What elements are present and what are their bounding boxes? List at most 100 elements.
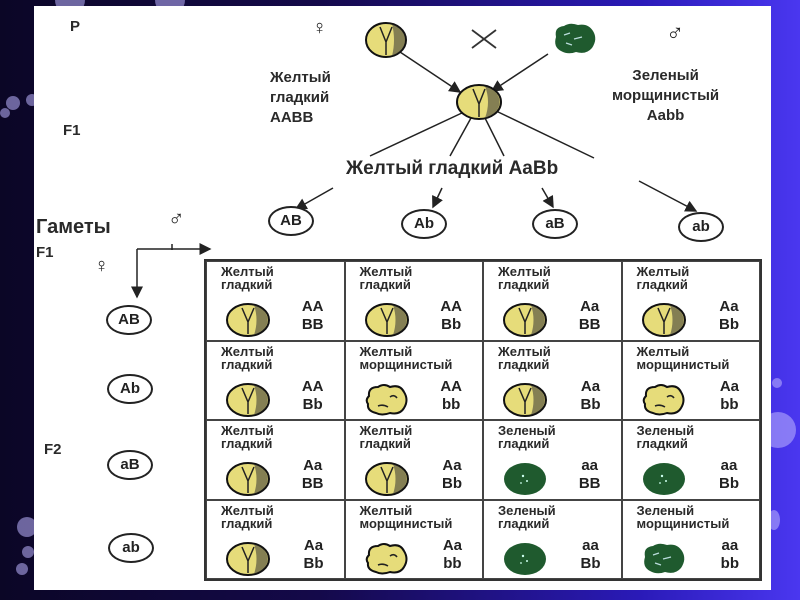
cross-symbol: [471, 29, 497, 49]
cell-phenotype: Желтый морщинистый: [359, 343, 453, 372]
cell-genotype: aa bb: [720, 536, 739, 572]
punnett-cell: Желтый гладкий Aa BB: [483, 261, 622, 341]
female-gamete-aB: aB: [107, 450, 153, 480]
male-parent-phenotype: Зеленый морщинистый Aabb: [612, 66, 719, 126]
punnett-cell: Зеленый гладкий aa Bb: [621, 420, 760, 500]
pea-yellow-smooth-f1: [456, 84, 502, 120]
female-symbol-icon: ♀: [94, 255, 109, 277]
punnett-cell: Желтый гладкий Aa Bb: [344, 420, 483, 500]
cell-genotype: aa BB: [578, 457, 601, 492]
pea-yellow-smooth-icon: [226, 462, 270, 496]
male-symbol-icon: ♂: [666, 20, 684, 47]
punnett-cell: Зеленый морщинистый aa bb: [621, 499, 760, 579]
cell-phenotype: Зеленый морщинистый: [636, 502, 730, 531]
punnett-cell: Желтый гладкий AA Bb: [206, 340, 345, 420]
cell-phenotype: Желтый гладкий: [359, 264, 413, 292]
cell-phenotype: Зеленый гладкий: [498, 502, 556, 531]
bokeh-decoration: [768, 510, 780, 530]
male-parent-genotype: Aabb: [646, 107, 685, 124]
punnett-cell: Желтый гладкий Aa Bb: [483, 340, 622, 420]
pea-yellow-wrinkled-icon: [365, 383, 407, 415]
cell-genotype: Aa Bb: [442, 457, 462, 492]
cell-genotype: Aa BB: [301, 457, 324, 492]
female-parent-phenotype: Желтый гладкий AABB: [270, 68, 331, 128]
female-gamete-ab: ab: [108, 533, 154, 563]
punnett-cell: Желтый морщинистый Aa bb: [344, 499, 483, 579]
pea-yellow-wrinkled-icon: [642, 383, 684, 415]
punnett-cell: Желтый гладкий Aa BB: [206, 420, 345, 500]
gametes-label: Гаметы: [36, 216, 111, 238]
connector-lines: [131, 29, 698, 299]
f1-branch-line: [484, 117, 505, 157]
male-gamete-AB: AB: [268, 206, 314, 236]
f1-branch-line: [449, 117, 472, 157]
f2-label: F2: [44, 441, 62, 458]
cell-genotype: Aa bb: [442, 536, 462, 572]
cell-phenotype: Желтый гладкий: [498, 343, 551, 372]
cell-genotype: Aa BB: [578, 298, 601, 333]
pea-yellow-smooth-icon: [226, 382, 270, 417]
female-parent-shape: гладкий: [270, 89, 330, 106]
pea-yellow-smooth-icon: [364, 303, 409, 337]
bokeh-decoration: [16, 563, 28, 575]
arrow-female-to-f1: [399, 51, 462, 93]
f1-offspring-label: Желтый гладкий AaBb: [346, 158, 559, 179]
cell-genotype: Aa bb: [719, 377, 739, 413]
punnett-cell: Желтый морщинистый Aa bb: [621, 340, 760, 420]
male-gamete-Ab: Ab: [401, 209, 447, 239]
f1-branch-line: [369, 111, 465, 157]
pea-green-smooth-icon: [504, 463, 546, 495]
female-parent-genotype: AABB: [270, 109, 314, 126]
arrow-to-gamete-Ab: [432, 187, 443, 209]
cell-phenotype: Желтый гладкий: [221, 343, 274, 372]
arrow-male-to-f1: [490, 53, 549, 92]
punnett-cell: Желтый морщинистый AA bb: [344, 340, 483, 420]
bokeh-decoration: [6, 96, 20, 110]
cell-genotype: Aa Bb: [719, 298, 739, 333]
bokeh-decoration: [772, 378, 782, 388]
punnett-cell: Желтый гладкий AA Bb: [344, 261, 483, 341]
cell-genotype: Aa Bb: [303, 536, 324, 572]
pea-yellow-wrinkled-icon: [365, 542, 407, 574]
punnett-cell: Желтый гладкий Aa Bb: [206, 499, 345, 579]
punnett-cell: Зеленый гладкий aa Bb: [483, 499, 622, 579]
arrow-to-gamete-AB: [294, 187, 334, 210]
pea-green-wrinkled-icon: [643, 543, 684, 573]
bokeh-decoration: [22, 546, 34, 558]
pea-yellow-smooth-icon: [226, 541, 270, 576]
cell-phenotype: Желтый гладкий: [221, 423, 274, 451]
pea-green-smooth-icon: [504, 542, 546, 575]
cell-phenotype: Желтый гладкий: [359, 423, 413, 451]
punnett-cell: Желтый гладкий Aa Bb: [621, 261, 760, 341]
pea-yellow-smooth-icon: [364, 462, 409, 496]
cell-genotype: AA BB: [301, 298, 324, 333]
pea-yellow-smooth-icon: [503, 382, 547, 417]
arrow-to-gamete-aB: [541, 187, 554, 209]
cell-phenotype: Желтый гладкий: [221, 264, 274, 292]
cell-phenotype: Желтый морщинистый: [636, 343, 730, 372]
pea-green-smooth-icon: [642, 463, 685, 495]
cell-phenotype: Зеленый гладкий: [498, 423, 556, 451]
cell-genotype: Aa Bb: [580, 377, 601, 413]
female-gamete-AB: AB: [106, 305, 152, 335]
female-parent-color: Желтый: [270, 69, 331, 86]
cell-genotype: aa Bb: [719, 457, 739, 492]
pea-yellow-smooth-icon: [503, 303, 547, 337]
cell-phenotype: Желтый гладкий: [221, 502, 274, 531]
cell-phenotype: Зеленый гладкий: [636, 423, 695, 451]
pea-yellow-smooth-icon: [641, 303, 686, 337]
f1-branch-line: [493, 109, 595, 159]
female-symbol-icon: ♀: [312, 17, 327, 39]
male-symbol-icon: ♂: [168, 206, 185, 231]
bokeh-decoration: [0, 108, 10, 118]
cell-genotype: aa Bb: [580, 536, 601, 572]
f1-label: F1: [63, 122, 81, 139]
male-gamete-ab: ab: [678, 212, 724, 242]
female-gamete-Ab: Ab: [107, 374, 153, 404]
arrow-to-gamete-ab: [638, 180, 698, 212]
punnett-cell: Зеленый гладкий aa BB: [483, 420, 622, 500]
pea-yellow-smooth-parent: [365, 22, 407, 58]
punnett-cell: Желтый гладкий AA BB: [206, 261, 345, 341]
parents-label: P: [70, 18, 81, 35]
